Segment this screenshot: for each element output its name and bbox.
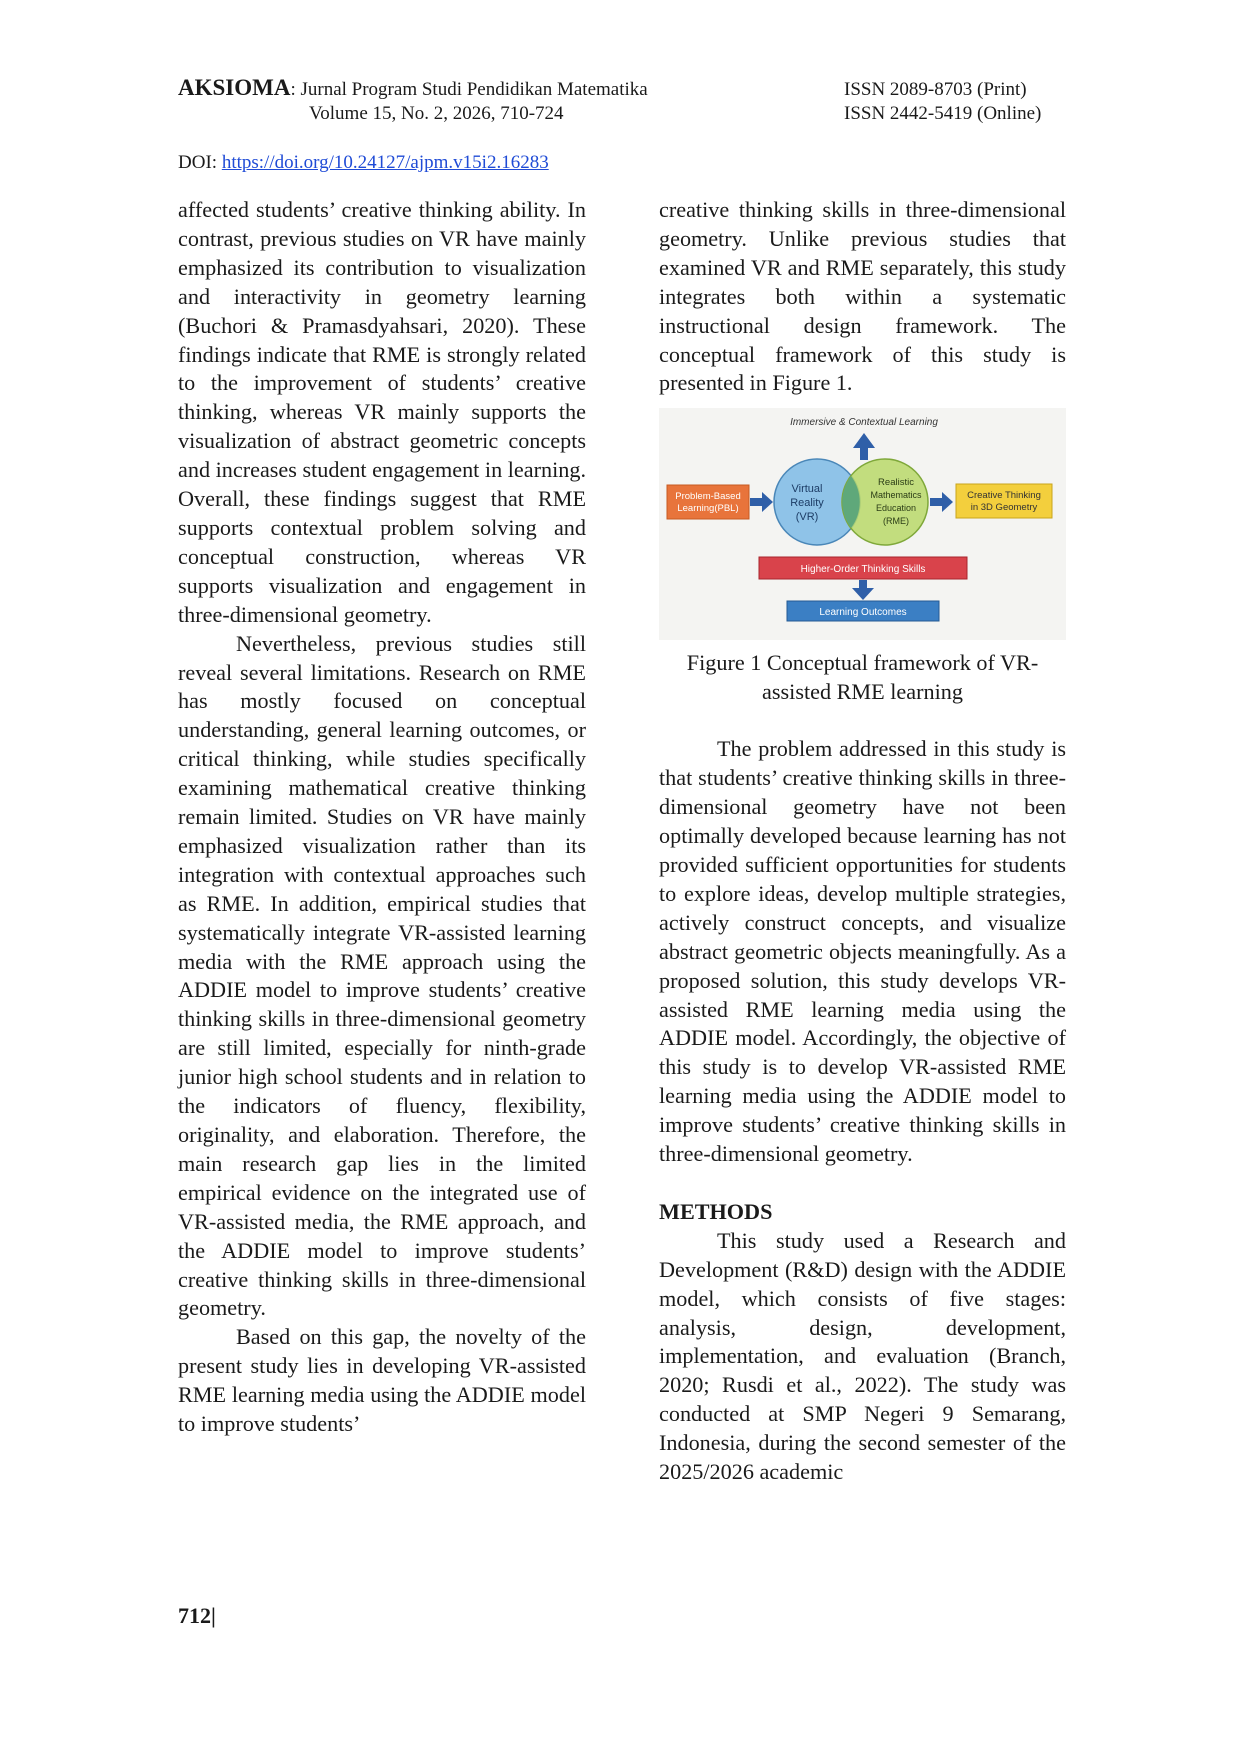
left-paragraph-3: Based on this gap, the novelty of the pr… (178, 1324, 586, 1437)
doi-line: DOI: https://doi.org/10.24127/ajpm.v15i2… (178, 150, 549, 175)
right-paragraph-3: This study used a Research and Developme… (659, 1227, 1066, 1485)
creative-label-line2: in 3D Geometry (971, 502, 1038, 513)
right-arrow-icon (750, 492, 773, 513)
vr-label-line2: Reality (790, 497, 824, 509)
rme-label-line3: Education (876, 503, 916, 513)
up-arrow-icon (853, 433, 875, 461)
learning-outcomes-box (786, 600, 940, 622)
caption-line-1: Figure 1 Conceptual framework of VR- (686, 650, 1039, 676)
rme-circle (841, 458, 929, 547)
journal-subtitle: : Jurnal Program Studi Pendidikan Matema… (290, 79, 648, 100)
right-paragraph-2: The problem addressed in this study is t… (659, 736, 1066, 1167)
figure-caption: Figure 1 Conceptual framework of VR- ass… (659, 648, 1066, 706)
left-paragraph-2: Nevertheless, previous studies still rev… (178, 630, 586, 1321)
figure-top-label: Immersive & Contextual Learning (790, 417, 938, 428)
issn-print: ISSN 2089-8703 (Print) (844, 79, 1027, 100)
methods-heading: METHODS (659, 1198, 773, 1224)
overlap-region (842, 476, 860, 529)
figure-1: Immersive & Contextual Learning Problem-… (659, 408, 1066, 641)
outcomes-label: Learning Outcomes (819, 607, 906, 618)
creative-label-line1: Creative Thinking (967, 490, 1041, 501)
volume-info: Volume 15, No. 2, 2026, 710-724 (309, 103, 564, 124)
rme-label-line1: Realistic (878, 477, 914, 488)
doi-label: DOI: (178, 152, 222, 173)
conceptual-framework-diagram: Immersive & Contextual Learning Problem-… (659, 408, 1066, 641)
left-paragraph-1: affected students’ creative thinking abi… (178, 197, 586, 627)
left-column: affected students’ creative thinking abi… (178, 196, 586, 1439)
right-arrow-icon (930, 492, 953, 513)
right-paragraph-1: creative thinking skills in three-dimens… (659, 197, 1066, 396)
right-column: creative thinking skills in three-dimens… (659, 196, 1066, 1487)
rme-label-line4: (RME) (883, 516, 909, 526)
page-number: 712| (178, 1603, 216, 1628)
caption-line-2: assisted RME learning (762, 679, 963, 705)
vr-label-line3: (VR) (796, 511, 819, 523)
rme-label-line2: Mathematics (870, 490, 922, 500)
creative-thinking-box (955, 483, 1053, 519)
vr-label-line1: Virtual (792, 483, 823, 495)
hots-label: Higher-Order Thinking Skills (801, 564, 926, 575)
doi-link[interactable]: https://doi.org/10.24127/ajpm.v15i2.1628… (221, 152, 549, 173)
journal-name: AKSIOMA (178, 75, 291, 100)
down-arrow-icon (852, 580, 874, 601)
journal-title-line: AKSIOMA: Jurnal Program Studi Pendidikan… (178, 75, 648, 102)
hots-box (758, 556, 968, 580)
pbl-label-line1: Problem-Based (675, 491, 740, 502)
pbl-box (666, 484, 750, 520)
pbl-label-line2: Learning(PBL) (677, 503, 738, 514)
issn-online: ISSN 2442-5419 (Online) (844, 103, 1042, 124)
